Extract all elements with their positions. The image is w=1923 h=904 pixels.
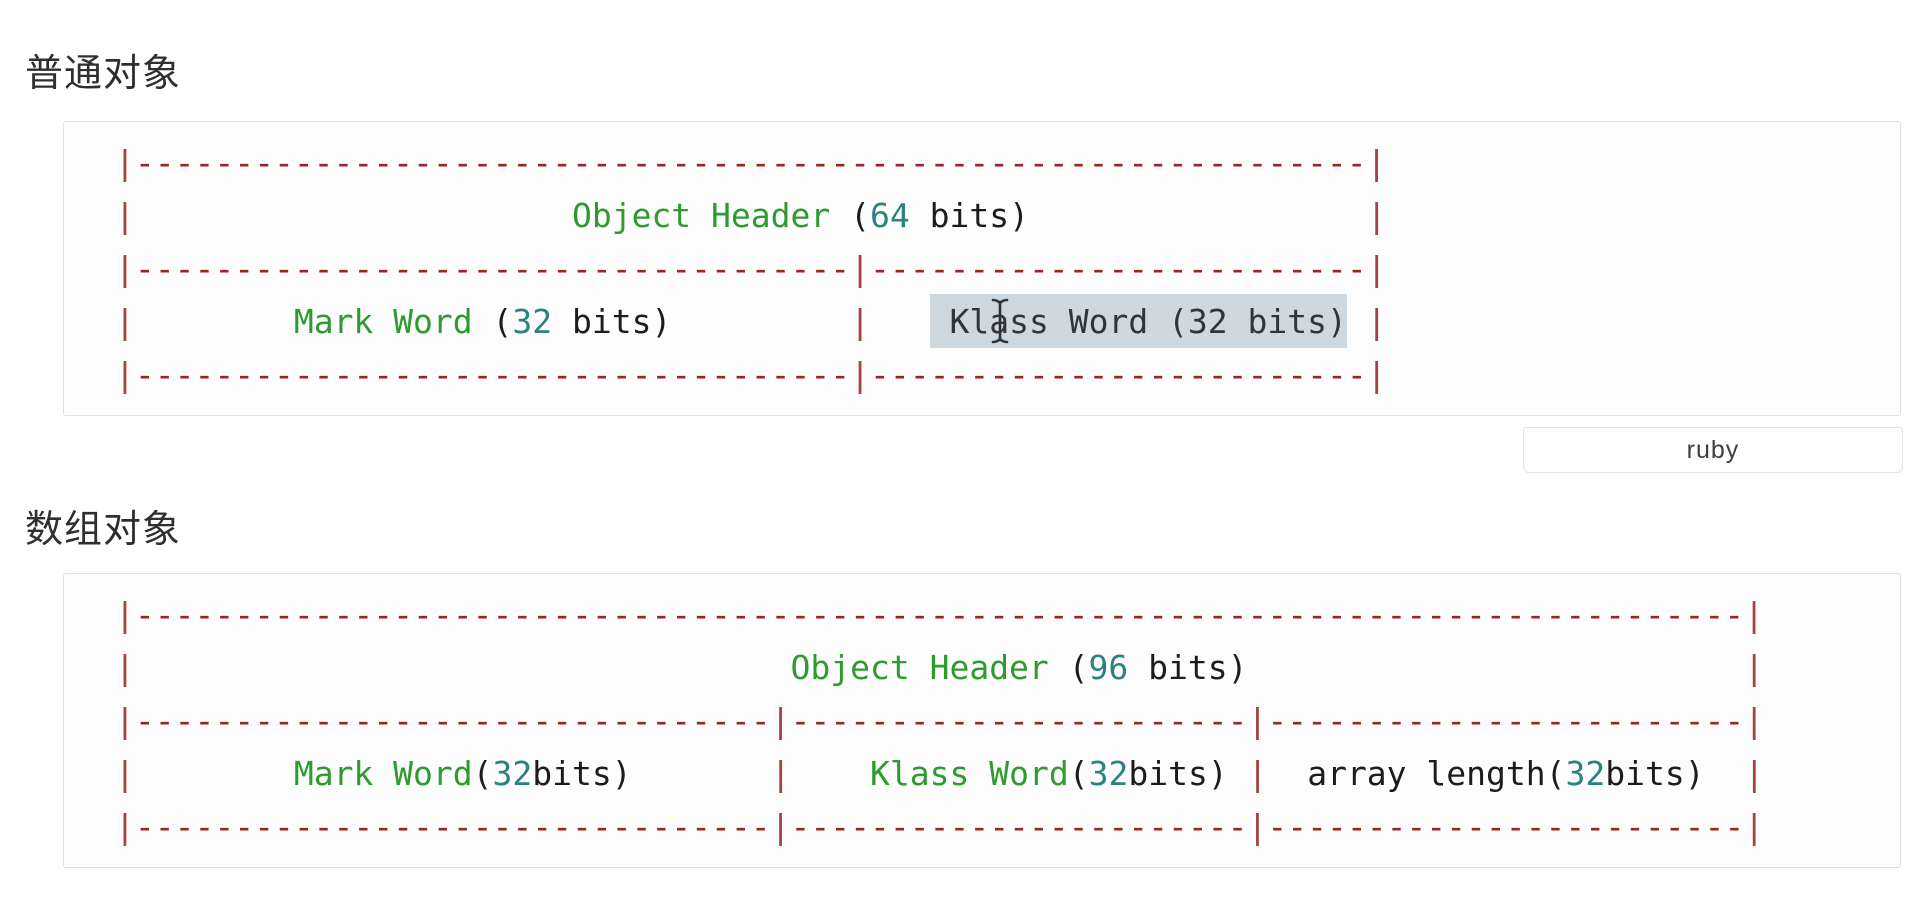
code-segment-number: 32 — [1088, 754, 1129, 793]
section-title-array-object: 数组对象 — [25, 508, 182, 551]
code-segment-pipe: | — [115, 302, 135, 341]
code-segment-plain — [870, 302, 930, 341]
section-title-plain-object: 普通对象 — [25, 52, 182, 95]
code-segment-dash: ------------------------ — [1267, 701, 1745, 740]
code-segment-plain: ( — [1048, 648, 1089, 687]
code-segment-plain: bits) — [909, 196, 1029, 235]
code-segment-pipe: | — [115, 355, 135, 394]
code-segment-plain — [1248, 648, 1745, 687]
code-segment-pipe: | — [115, 754, 135, 793]
code-segment-keyword: Object Header — [790, 648, 1049, 687]
code-segment-dash: ----------------------- — [790, 807, 1248, 846]
code-segment-dash: ------------------------ — [1267, 807, 1745, 846]
code-segment-pipe: | — [115, 807, 135, 846]
code-segment-plain — [632, 754, 771, 793]
code-segment-pipe: | — [1744, 807, 1765, 846]
code-segment-plain: bits) — [552, 302, 672, 341]
code-segment-pipe: | — [115, 196, 135, 235]
code-segment-pipe: | — [115, 648, 135, 687]
code-segment-plain — [135, 648, 791, 687]
code-segment-dash: ------------------------------------ — [134, 355, 851, 394]
code-segment-plain: ( — [1068, 754, 1089, 793]
code-segment-plain: bits) — [1128, 754, 1228, 793]
code-segment-pipe: | — [1247, 807, 1268, 846]
code-segment-pipe: | — [770, 701, 791, 740]
code-segment-pipe: | — [1366, 249, 1387, 288]
code-segment-pipe: | — [1744, 754, 1765, 793]
code-line: |---------------------------------------… — [115, 136, 1900, 189]
code-line: |--------------------------------|------… — [115, 694, 1900, 747]
code-segment-pipe: | — [115, 701, 135, 740]
code-segment-number: 96 — [1088, 648, 1129, 687]
code-line: | Mark Word(32bits) | Klass Word(32bits)… — [115, 747, 1900, 800]
code-segment-plain — [135, 754, 294, 793]
code-segment-dash: ------------------------------------ — [134, 249, 851, 288]
code-segment-plain: ( — [472, 754, 493, 793]
code-segment-plain — [1267, 754, 1307, 793]
code-segment-number: 32 — [1565, 754, 1606, 793]
code-segment-plain: bits) — [1128, 648, 1248, 687]
code-segment-plain — [791, 754, 870, 793]
code-segment-pipe: | — [1247, 701, 1268, 740]
code-segment-dash: ------------------------- — [870, 355, 1367, 394]
code-line: |---------------------------------------… — [115, 588, 1900, 641]
code-segment-pipe: | — [1366, 302, 1387, 341]
code-segment-plain — [135, 302, 294, 341]
code-line: | Object Header (64 bits) | — [115, 189, 1900, 242]
code-segment-dash: ------------------------- — [870, 249, 1367, 288]
code-segment-pipe: | — [115, 143, 135, 182]
code-segment-plain — [671, 302, 850, 341]
code-line: | Object Header (96 bits) | — [115, 641, 1900, 694]
code-segment-plain — [1029, 196, 1367, 235]
code-segment-dash: -------------------------------- — [134, 807, 771, 846]
code-segment-dash: ----------------------------------------… — [134, 143, 1367, 182]
code-line: |--------------------------------|------… — [115, 800, 1900, 853]
code-segment-pipe: | — [770, 807, 791, 846]
code-segment-pipe: | — [850, 355, 870, 394]
code-segment-selected: Klass Word (32 bits) — [929, 294, 1347, 348]
code-segment-number: 32 — [512, 302, 553, 341]
code-segment-pipe: | — [115, 595, 135, 634]
code-segment-plain: ( — [472, 302, 513, 341]
code-segment-dash: -------------------------------- — [134, 701, 771, 740]
code-segment-keyword: Mark Word — [293, 754, 473, 793]
code-segment-plain — [1228, 754, 1248, 793]
code-segment-plain: ( — [830, 196, 870, 235]
code-segment-plain: bits) — [532, 754, 632, 793]
code-segment-pipe: | — [850, 302, 871, 341]
code-block-array-object: |---------------------------------------… — [63, 573, 1901, 868]
code-segment-plain — [135, 196, 572, 235]
code-segment-plain — [1705, 754, 1745, 793]
code-segment-keyword: Object Header — [571, 196, 831, 235]
code-line: | Mark Word (32 bits) | Klass Word (32 b… — [115, 294, 1900, 348]
code-segment-keyword: Mark Word — [293, 302, 473, 341]
language-badge[interactable]: ruby — [1523, 427, 1903, 473]
code-segment-pipe: | — [1366, 143, 1387, 182]
code-segment-plain — [1347, 302, 1367, 341]
code-segment-number: 32 — [492, 754, 533, 793]
code-segment-pipe: | — [115, 249, 135, 288]
code-segment-plain: ( — [1545, 754, 1566, 793]
code-segment-keyword: Klass Word — [870, 754, 1069, 793]
code-segment-pipe: | — [770, 754, 791, 793]
code-content-plain-object[interactable]: |---------------------------------------… — [64, 122, 1900, 401]
code-segment-pipe: | — [1744, 595, 1765, 634]
code-line: |------------------------------------|--… — [115, 242, 1900, 295]
code-content-array-object[interactable]: |---------------------------------------… — [64, 574, 1900, 853]
code-segment-plain: array length — [1307, 754, 1546, 793]
code-segment-pipe: | — [1366, 355, 1387, 394]
code-segment-plain: bits) — [1605, 754, 1705, 793]
code-segment-pipe: | — [1247, 754, 1268, 793]
code-segment-dash: ----------------------------------------… — [134, 595, 1745, 634]
code-block-plain-object: |---------------------------------------… — [63, 121, 1901, 416]
code-line: |------------------------------------|--… — [115, 348, 1900, 401]
code-segment-pipe: | — [1744, 648, 1765, 687]
code-segment-number: 64 — [870, 196, 910, 235]
code-segment-pipe: | — [1744, 701, 1765, 740]
code-segment-pipe: | — [850, 249, 870, 288]
code-segment-dash: ----------------------- — [790, 701, 1248, 740]
code-segment-pipe: | — [1366, 196, 1387, 235]
